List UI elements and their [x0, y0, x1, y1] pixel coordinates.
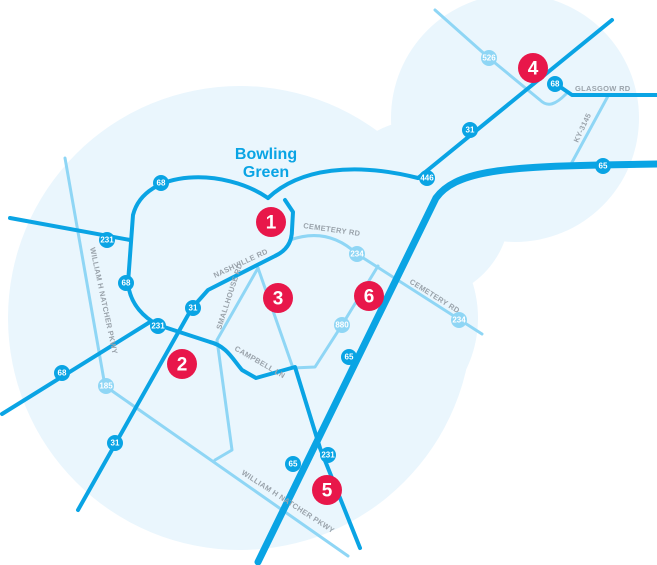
svg-text:31: 31 — [466, 126, 475, 135]
route-526 — [433, 8, 568, 106]
svg-text:1: 1 — [266, 213, 277, 234]
svg-text:6: 6 — [364, 287, 375, 308]
location-marker-1[interactable]: 1 — [256, 207, 286, 237]
route-shield: 234 — [349, 246, 365, 262]
svg-text:2: 2 — [177, 355, 188, 376]
svg-text:231: 231 — [151, 322, 165, 331]
svg-text:526: 526 — [482, 54, 496, 63]
location-marker-6[interactable]: 6 — [354, 281, 384, 311]
svg-text:65: 65 — [345, 353, 354, 362]
route-shield: 234 — [451, 312, 467, 328]
route-shield: 68 — [153, 175, 169, 191]
label-glasgow-rd: GLASGOW RD — [575, 84, 631, 93]
svg-text:68: 68 — [58, 369, 67, 378]
location-markers: 1 2 3 4 5 6 — [167, 53, 548, 505]
svg-text:231: 231 — [100, 236, 114, 245]
route-shield: 65 — [285, 456, 301, 472]
route-shield: 231 — [150, 318, 166, 334]
svg-text:4: 4 — [528, 59, 539, 80]
connector-rd — [256, 266, 295, 370]
route-shield: 231 — [320, 447, 336, 463]
major-roads — [0, 18, 657, 565]
svg-text:68: 68 — [551, 80, 560, 89]
route-shield: 31 — [107, 435, 123, 451]
route-68-loop — [126, 175, 362, 550]
svg-text:31: 31 — [111, 439, 120, 448]
svg-text:68: 68 — [157, 179, 166, 188]
route-shield: 68 — [547, 76, 563, 92]
route-shields: 526 68 31 446 65 68 231 68 231 68 31 185… — [54, 50, 611, 472]
route-shield: 446 — [419, 170, 435, 186]
svg-text:234: 234 — [452, 316, 466, 325]
route-shield: 526 — [481, 50, 497, 66]
location-marker-4[interactable]: 4 — [518, 53, 548, 83]
location-marker-3[interactable]: 3 — [263, 283, 293, 313]
svg-text:65: 65 — [289, 460, 298, 469]
route-shield: 68 — [118, 275, 134, 291]
route-shield: 185 — [98, 378, 114, 394]
svg-text:65: 65 — [599, 162, 608, 171]
city-name-line2: Green — [243, 164, 289, 181]
city-name-line1: Bowling — [235, 146, 297, 163]
svg-text:3: 3 — [273, 289, 284, 310]
route-shield: 231 — [99, 232, 115, 248]
city-label: Bowling Green — [235, 146, 297, 181]
svg-text:185: 185 — [99, 382, 113, 391]
route-31w-south — [76, 198, 295, 512]
route-shield: 65 — [595, 158, 611, 174]
svg-text:231: 231 — [321, 451, 335, 460]
svg-text:234: 234 — [350, 250, 364, 259]
route-shield: 31 — [462, 122, 478, 138]
svg-text:880: 880 — [335, 321, 349, 330]
location-marker-5[interactable]: 5 — [312, 475, 342, 505]
location-marker-2[interactable]: 2 — [167, 349, 197, 379]
svg-text:68: 68 — [122, 279, 131, 288]
route-shield: 31 — [185, 300, 201, 316]
svg-text:446: 446 — [420, 174, 434, 183]
route-shield: 65 — [341, 349, 357, 365]
route-shield: 68 — [54, 365, 70, 381]
svg-text:31: 31 — [189, 304, 198, 313]
service-area — [8, 0, 639, 550]
interstate-65 — [254, 160, 657, 565]
route-31w-north — [416, 18, 614, 180]
ky-3145 — [568, 94, 610, 168]
smallhouse-rd — [213, 266, 260, 462]
route-68-southwest — [0, 320, 152, 416]
svg-text:5: 5 — [322, 481, 333, 502]
route-shield: 880 — [334, 317, 350, 333]
route-31w-downtown — [266, 167, 420, 200]
